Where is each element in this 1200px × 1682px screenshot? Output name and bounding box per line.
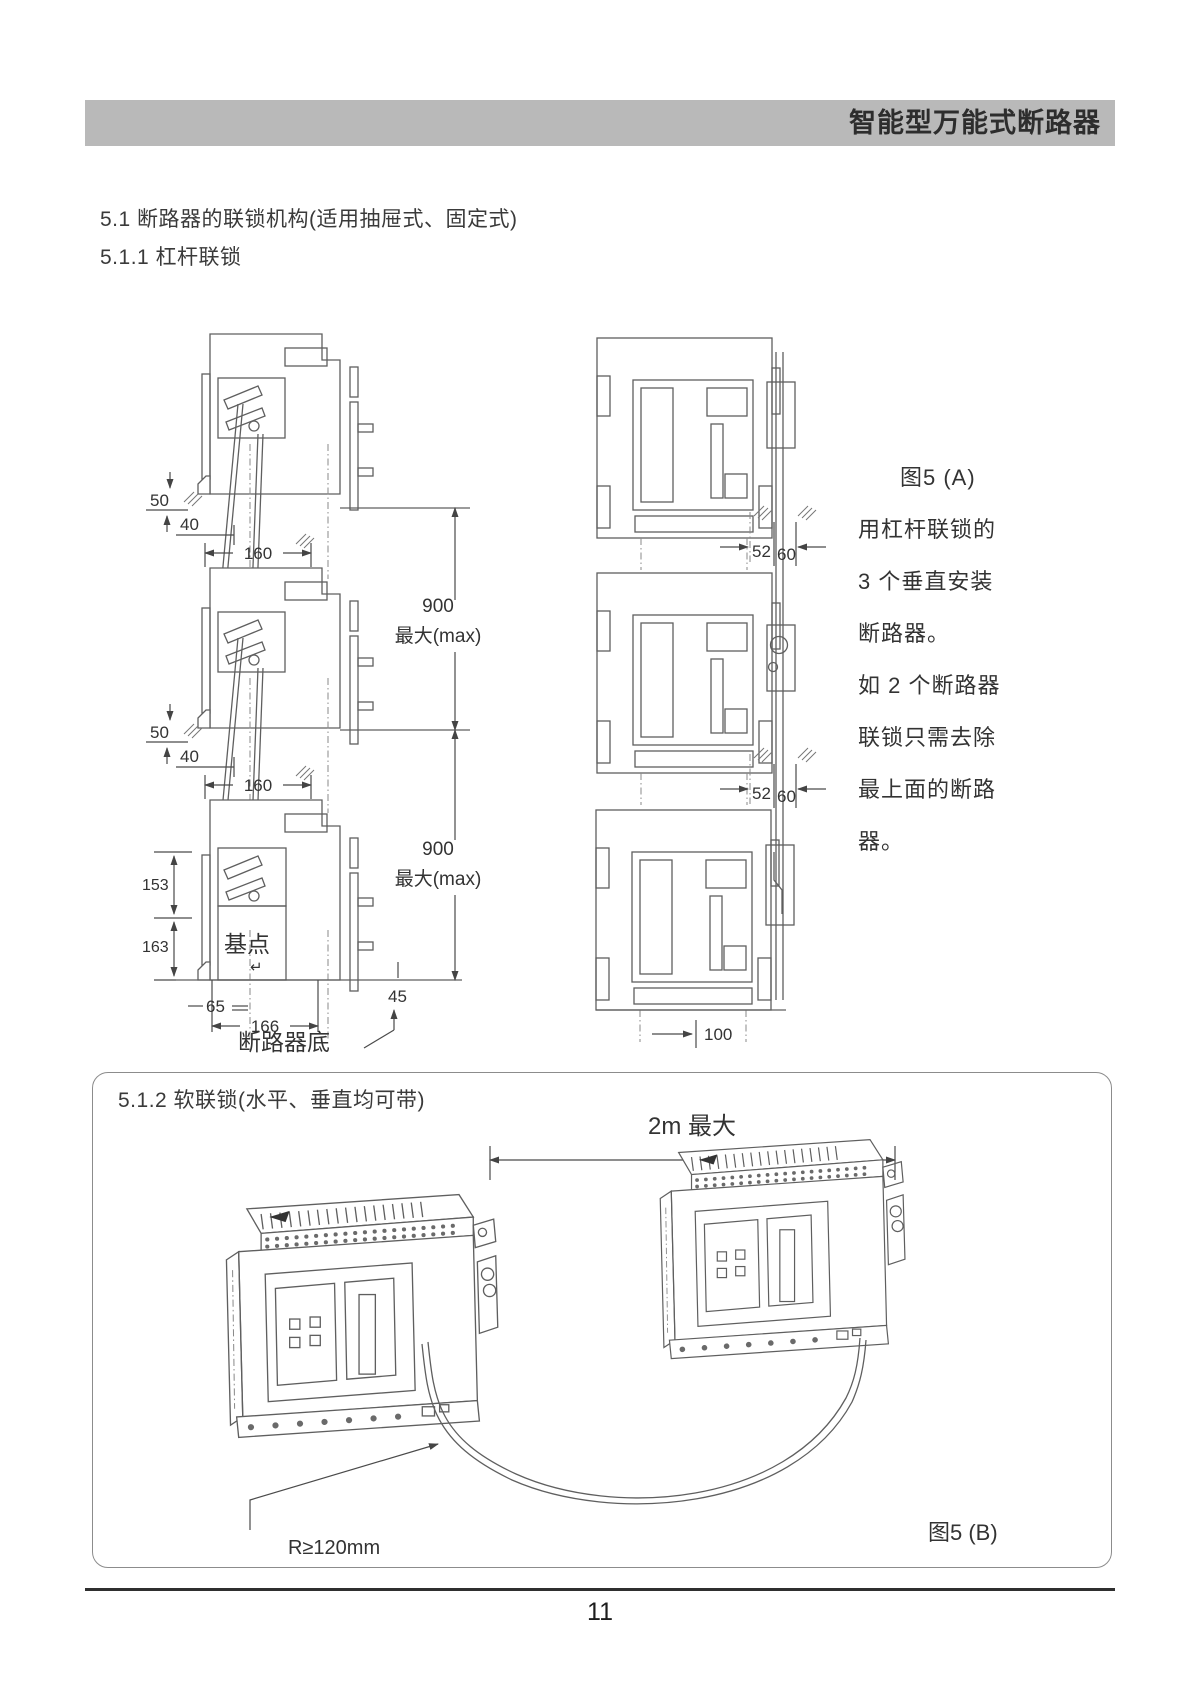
dim-100: 100 <box>596 1009 786 1048</box>
svg-text:166: 166 <box>251 1017 279 1036</box>
front-view-breaker-2 <box>596 572 781 806</box>
interlock-rod <box>765 352 796 1000</box>
dim-900-lower: 900 最大(max) <box>395 729 482 981</box>
svg-text:45: 45 <box>388 987 407 1006</box>
breaker-bottom-label: 断路器底 <box>238 1029 330 1055</box>
svg-text:153: 153 <box>142 877 169 894</box>
svg-text:160: 160 <box>244 776 272 795</box>
svg-text:65: 65 <box>206 997 225 1016</box>
return-arrow-glyph: ↵ <box>250 959 263 976</box>
svg-text:40: 40 <box>180 747 199 766</box>
svg-text:52: 52 <box>752 784 771 803</box>
front-view-breaker-3 <box>595 809 780 1043</box>
dim-52-60-lower: 52 60 <box>720 747 826 808</box>
caption-line: 器。 <box>858 829 905 854</box>
svg-text:163: 163 <box>142 939 169 956</box>
caption-line: 联锁只需去除 <box>858 725 997 750</box>
figure-b-caption: 图5 (B) <box>928 1520 998 1545</box>
figure-a-caption: 图5 (A) 用杠杆联锁的 3 个垂直安装 断路器。 如 2 个断路器 联锁只需… <box>858 452 1048 868</box>
caption-line: 图5 (A) <box>900 465 976 490</box>
radius-callout: R≥120mm <box>249 1443 439 1559</box>
svg-text:900: 900 <box>422 839 454 860</box>
radius-label: R≥120mm <box>288 1537 380 1559</box>
svg-text:2m 最大: 2m 最大 <box>648 1113 736 1140</box>
svg-text:最大(max): 最大(max) <box>395 868 482 890</box>
figure-a-drawing: 基点 ↵ 900 最大(max) 900 最大(max) 50 40 <box>142 333 826 1055</box>
dim-stack-upper: 50 40 160 <box>146 472 315 567</box>
svg-text:160: 160 <box>244 544 272 563</box>
svg-text:52: 52 <box>752 542 771 561</box>
iso-breaker-left <box>226 1195 497 1438</box>
base-point-label: 基点 <box>224 931 270 957</box>
svg-text:60: 60 <box>777 787 796 806</box>
caption-line: 如 2 个断路器 <box>858 673 1001 698</box>
dim-bottom-group: 65 166 45 断路器底 <box>188 962 407 1055</box>
svg-text:40: 40 <box>180 515 199 534</box>
dim-153-163: 153 163 <box>142 851 192 981</box>
front-view-breaker-1 <box>596 337 781 571</box>
svg-text:50: 50 <box>150 491 169 510</box>
figure-b-drawing: 2m 最大 R≥120mm 图5 (B) <box>92 1113 998 1559</box>
page-number: 11 <box>587 1598 613 1626</box>
caption-line: 断路器。 <box>858 621 951 646</box>
interlock-cable <box>421 1337 867 1505</box>
section-heading-5-1: 5.1 断路器的联锁机构(适用抽屉式、固定式) <box>100 208 518 231</box>
dim-stack-lower: 50 40 160 <box>146 704 315 799</box>
section-heading-5-1-2: 5.1.2 软联锁(水平、垂直均可带) <box>118 1089 426 1112</box>
caption-line: 最上面的断路 <box>858 777 997 802</box>
caption-line: 3 个垂直安装 <box>858 569 994 594</box>
section-heading-5-1-1: 5.1.1 杠杆联锁 <box>100 246 242 269</box>
header-band: 智能型万能式断路器 <box>85 100 1115 146</box>
dim-900-upper: 900 最大(max) <box>395 507 482 731</box>
side-view-breaker-3: 基点 ↵ <box>197 799 374 1040</box>
svg-text:50: 50 <box>150 723 169 742</box>
dim-52-60-upper: 52 60 <box>720 505 826 566</box>
svg-text:100: 100 <box>704 1025 732 1044</box>
page-title: 智能型万能式断路器 <box>849 108 1101 138</box>
svg-text:60: 60 <box>777 545 796 564</box>
caption-line: 用杠杆联锁的 <box>858 517 997 542</box>
svg-text:最大(max): 最大(max) <box>395 625 482 647</box>
iso-breaker-right <box>660 1140 905 1359</box>
svg-text:900: 900 <box>422 596 454 617</box>
footer-rule <box>85 1588 1115 1591</box>
